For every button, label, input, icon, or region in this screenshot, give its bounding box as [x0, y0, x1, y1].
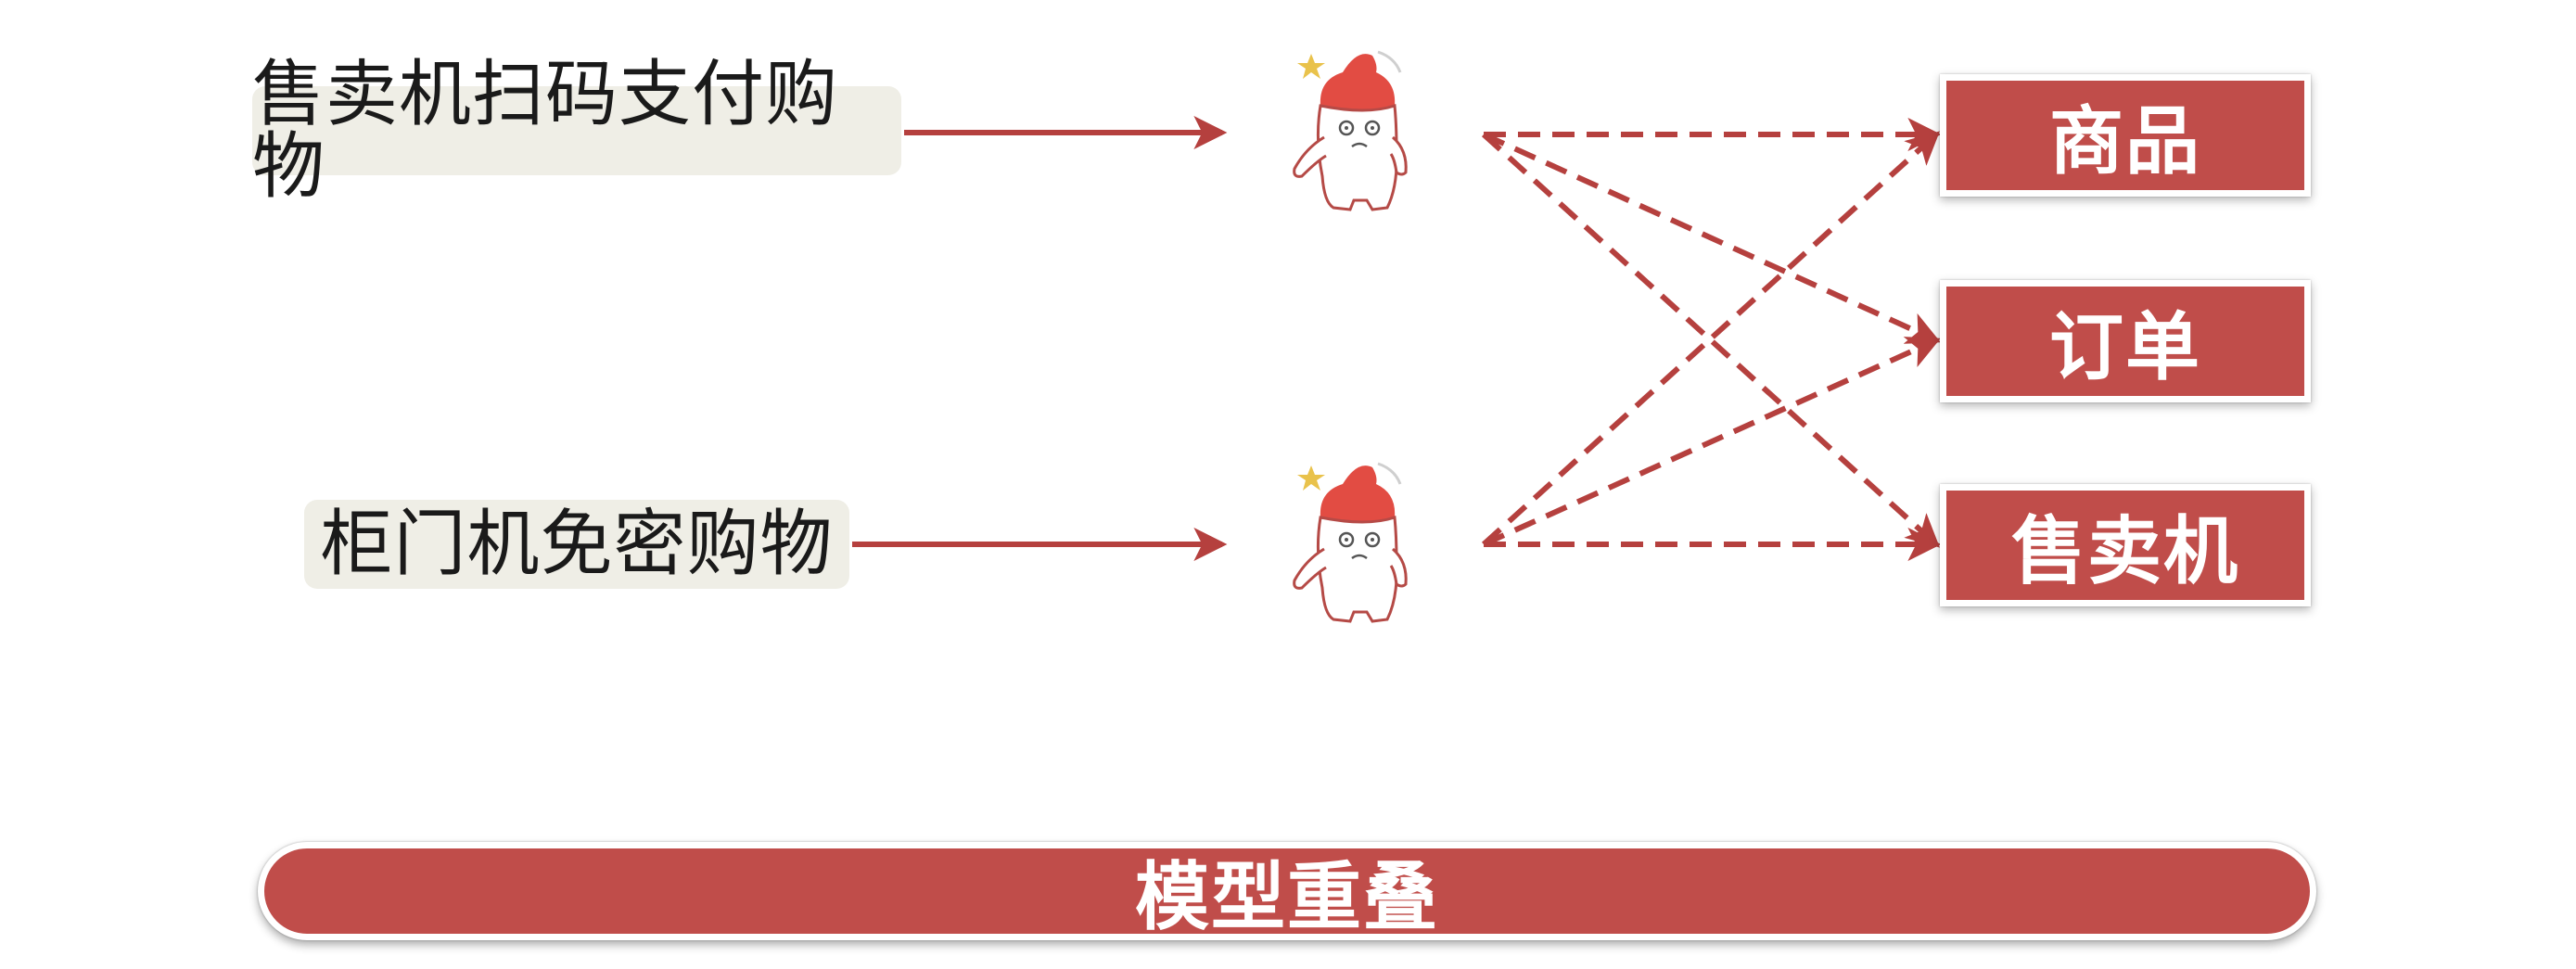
entity-box-product: 商品 — [1940, 74, 2311, 197]
scenario-label-cabinet-password-free: 柜门机免密购物 — [304, 500, 849, 589]
dashed-arrow-mascot-1-to-entity-1 — [1482, 132, 1941, 344]
dashed-arrow-mascot-2-to-entity-0 — [1481, 131, 1941, 547]
entity-box-vending-machine: 售卖机 — [1940, 484, 2311, 606]
dashed-arrow-mascot-2-to-entity-1 — [1482, 337, 1941, 547]
star-icon — [1297, 465, 1325, 491]
scenario-label-vending-scan-pay: 售卖机扫码支付购物 — [252, 58, 901, 203]
confused-mascot-icon — [1293, 50, 1408, 211]
model-overlap-banner: 模型重叠 — [258, 842, 2316, 940]
star-icon — [1297, 54, 1325, 79]
dashed-arrow-mascot-1-to-entity-2 — [1481, 132, 1941, 548]
confused-mascot-icon — [1293, 462, 1408, 623]
entity-box-order: 订单 — [1940, 280, 2311, 402]
